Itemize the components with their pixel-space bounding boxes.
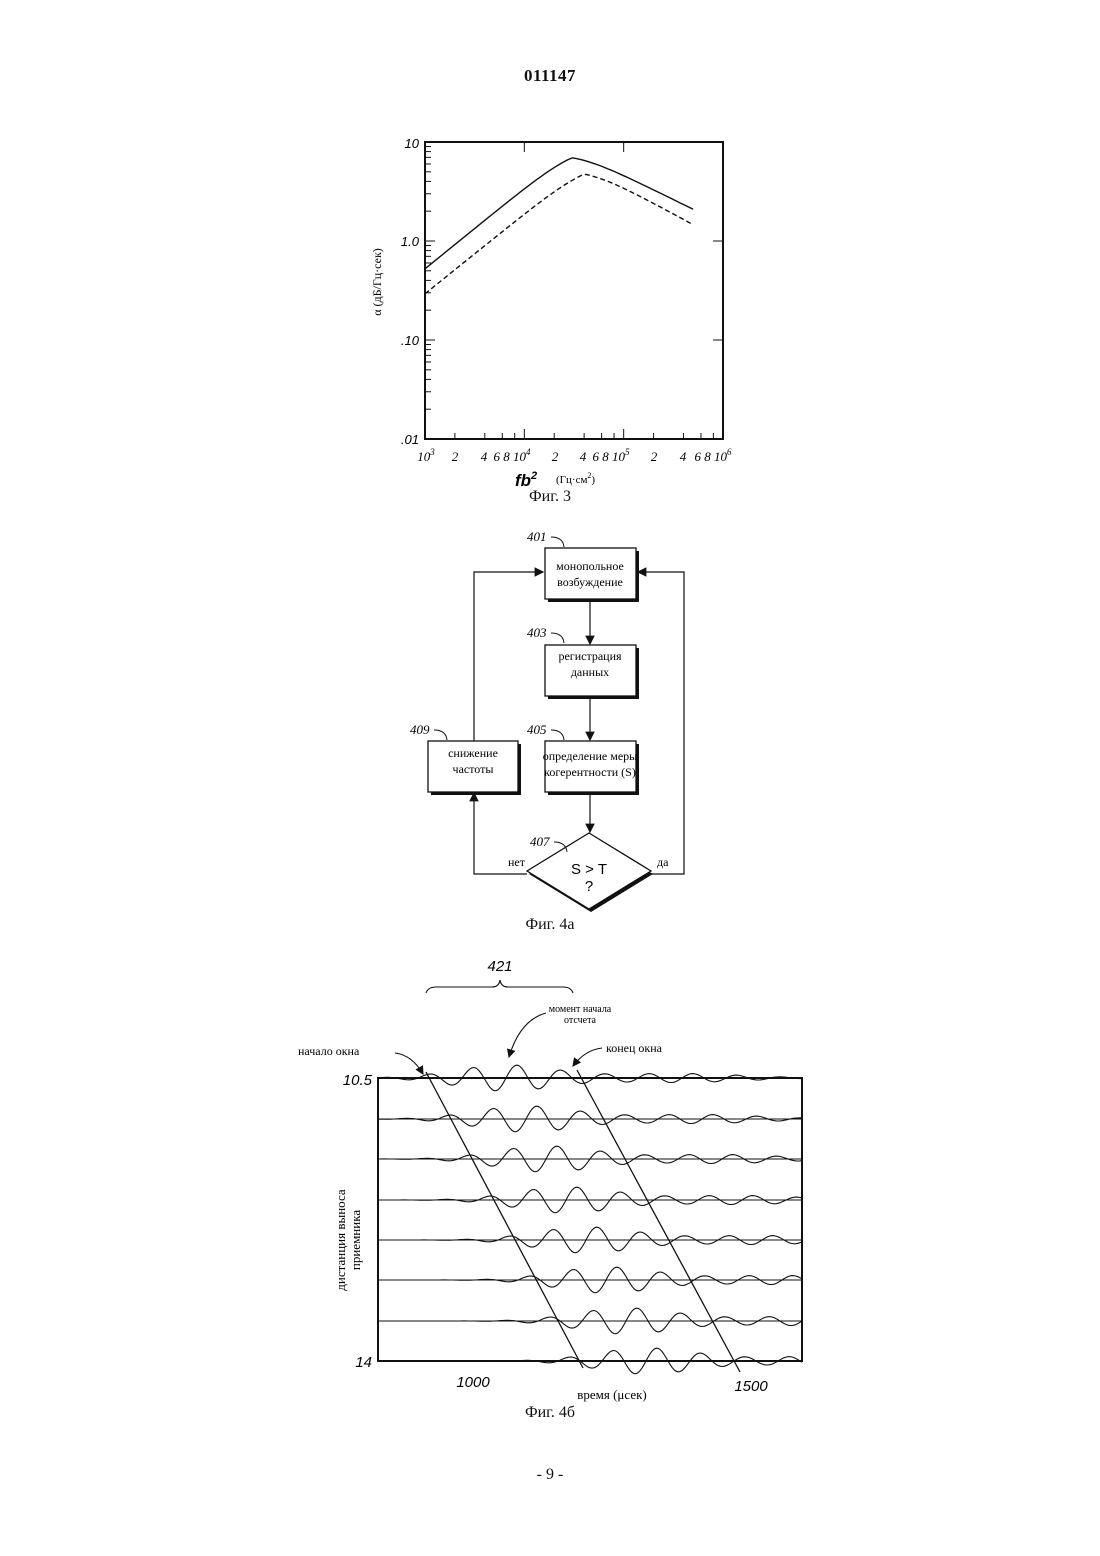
fig3-series-dashed-line xyxy=(425,174,693,293)
ref-403: 403 xyxy=(527,625,547,640)
box-405-line1: определение меры xyxy=(543,749,638,763)
fig4b-waveforms: 421 момент начала отсчета начало окна ко… xyxy=(280,950,820,1410)
fig3-plot-frame xyxy=(425,142,723,439)
ref-407: 407 xyxy=(530,834,550,849)
y-axis-label-line1: дистанция выноса xyxy=(333,1189,348,1291)
fig3-y-axis-label: α (дБ/Гц·сек) xyxy=(370,248,384,316)
fig3-x-axis-unit: (Гц·см2) xyxy=(556,471,595,486)
x-axis-label: время (μсек) xyxy=(577,1387,647,1402)
fig3-xtick-4e4: 4 xyxy=(580,449,587,464)
y-axis-label-line2: приемника xyxy=(348,1210,363,1270)
label-reference-moment-line1: момент начала xyxy=(549,1004,612,1015)
brace-421 xyxy=(426,980,573,993)
box-409: снижение частоты xyxy=(428,741,521,795)
label-window-end: конец окна xyxy=(606,1041,663,1055)
fig3-ytick-0.01: .01 xyxy=(401,432,419,447)
fig3-series-solid-line xyxy=(425,158,693,269)
fig3-xtick-1e6: 6 8 106 xyxy=(695,447,733,464)
fig4b-traces xyxy=(378,1065,802,1374)
fig4a-caption: Фиг. 4а xyxy=(500,916,600,934)
box-401: монопольное возбуждение xyxy=(545,548,639,602)
fig3-x-axis-label: fb2 xyxy=(515,470,537,490)
decision-407-line2: ? xyxy=(585,878,593,895)
fig3-xtick-4e3: 4 xyxy=(481,449,488,464)
label-reference-moment-line2: отсчета xyxy=(564,1015,597,1026)
window-start-line xyxy=(426,1072,583,1368)
box-401-line2: возбуждение xyxy=(557,575,623,589)
fig3-ytick-10: 10 xyxy=(405,136,420,151)
y-tick-14: 14 xyxy=(355,1354,372,1371)
fig4a-ref-numerals: 401 403 405 409 407 xyxy=(410,529,550,849)
ref-421: 421 xyxy=(487,958,512,975)
x-tick-1500: 1500 xyxy=(734,1378,768,1395)
box-403-line1: регистрация xyxy=(558,649,622,663)
fig3-xtick-4e5: 4 xyxy=(680,449,687,464)
box-403: регистрация данных xyxy=(545,645,639,699)
box-409-line2: частоты xyxy=(453,762,494,776)
fig4b-caption: Фиг. 4б xyxy=(490,1404,610,1422)
ref-405: 405 xyxy=(527,722,547,737)
page-number: - 9 - xyxy=(0,1466,1100,1484)
fig3-xtick-2e5: 2 xyxy=(651,449,658,464)
fig3-caption: Фиг. 3 xyxy=(500,488,600,506)
fig3-y-minor-ticks xyxy=(425,147,723,439)
fig4a-flowchart: монопольное возбуждение регистрация данн… xyxy=(400,520,710,920)
branch-no-label: нет xyxy=(508,855,526,869)
fig3-xtick-1e5: 6 8 105 xyxy=(593,447,631,464)
fig4b-plot-frame xyxy=(378,1078,802,1361)
label-window-start: начало окна xyxy=(298,1044,360,1058)
fig3-series-group xyxy=(425,158,693,294)
ref-401: 401 xyxy=(527,529,547,544)
fig3-xtick-1e3: 103 xyxy=(417,447,435,464)
fig4a-connectors xyxy=(474,572,684,874)
box-409-line1: снижение xyxy=(448,746,498,760)
fig3-chart: 10 1.0 .10 .01 α (дБ/Гц·сек) 103 2 4 6 8… xyxy=(340,130,760,510)
fig3-xtick-2e4: 2 xyxy=(552,449,559,464)
branch-yes-label: да xyxy=(657,855,669,869)
box-405-line2: когерентности (S) xyxy=(544,765,636,779)
box-403-line2: данных xyxy=(571,665,609,679)
box-401-line1: монопольное xyxy=(556,559,624,573)
fig3-x-tick-labels: 103 2 4 6 8 104 2 4 6 8 105 2 4 6 8 106 xyxy=(417,447,732,464)
fig3-ytick-1: 1.0 xyxy=(401,234,420,249)
fig3-ytick-0.1: .10 xyxy=(401,333,420,348)
fig3-xtick-1e4: 6 8 104 xyxy=(494,447,532,464)
decision-407-line1: S > T xyxy=(571,861,607,878)
ref-409: 409 xyxy=(410,722,430,737)
box-405: определение меры когерентности (S) xyxy=(543,741,639,795)
fig3-xtick-2e3: 2 xyxy=(452,449,459,464)
document-number: 011147 xyxy=(0,66,1100,86)
x-tick-1000: 1000 xyxy=(456,1374,490,1391)
fig3-x-minor-ticks xyxy=(425,142,713,439)
y-tick-10.5: 10.5 xyxy=(343,1072,373,1089)
